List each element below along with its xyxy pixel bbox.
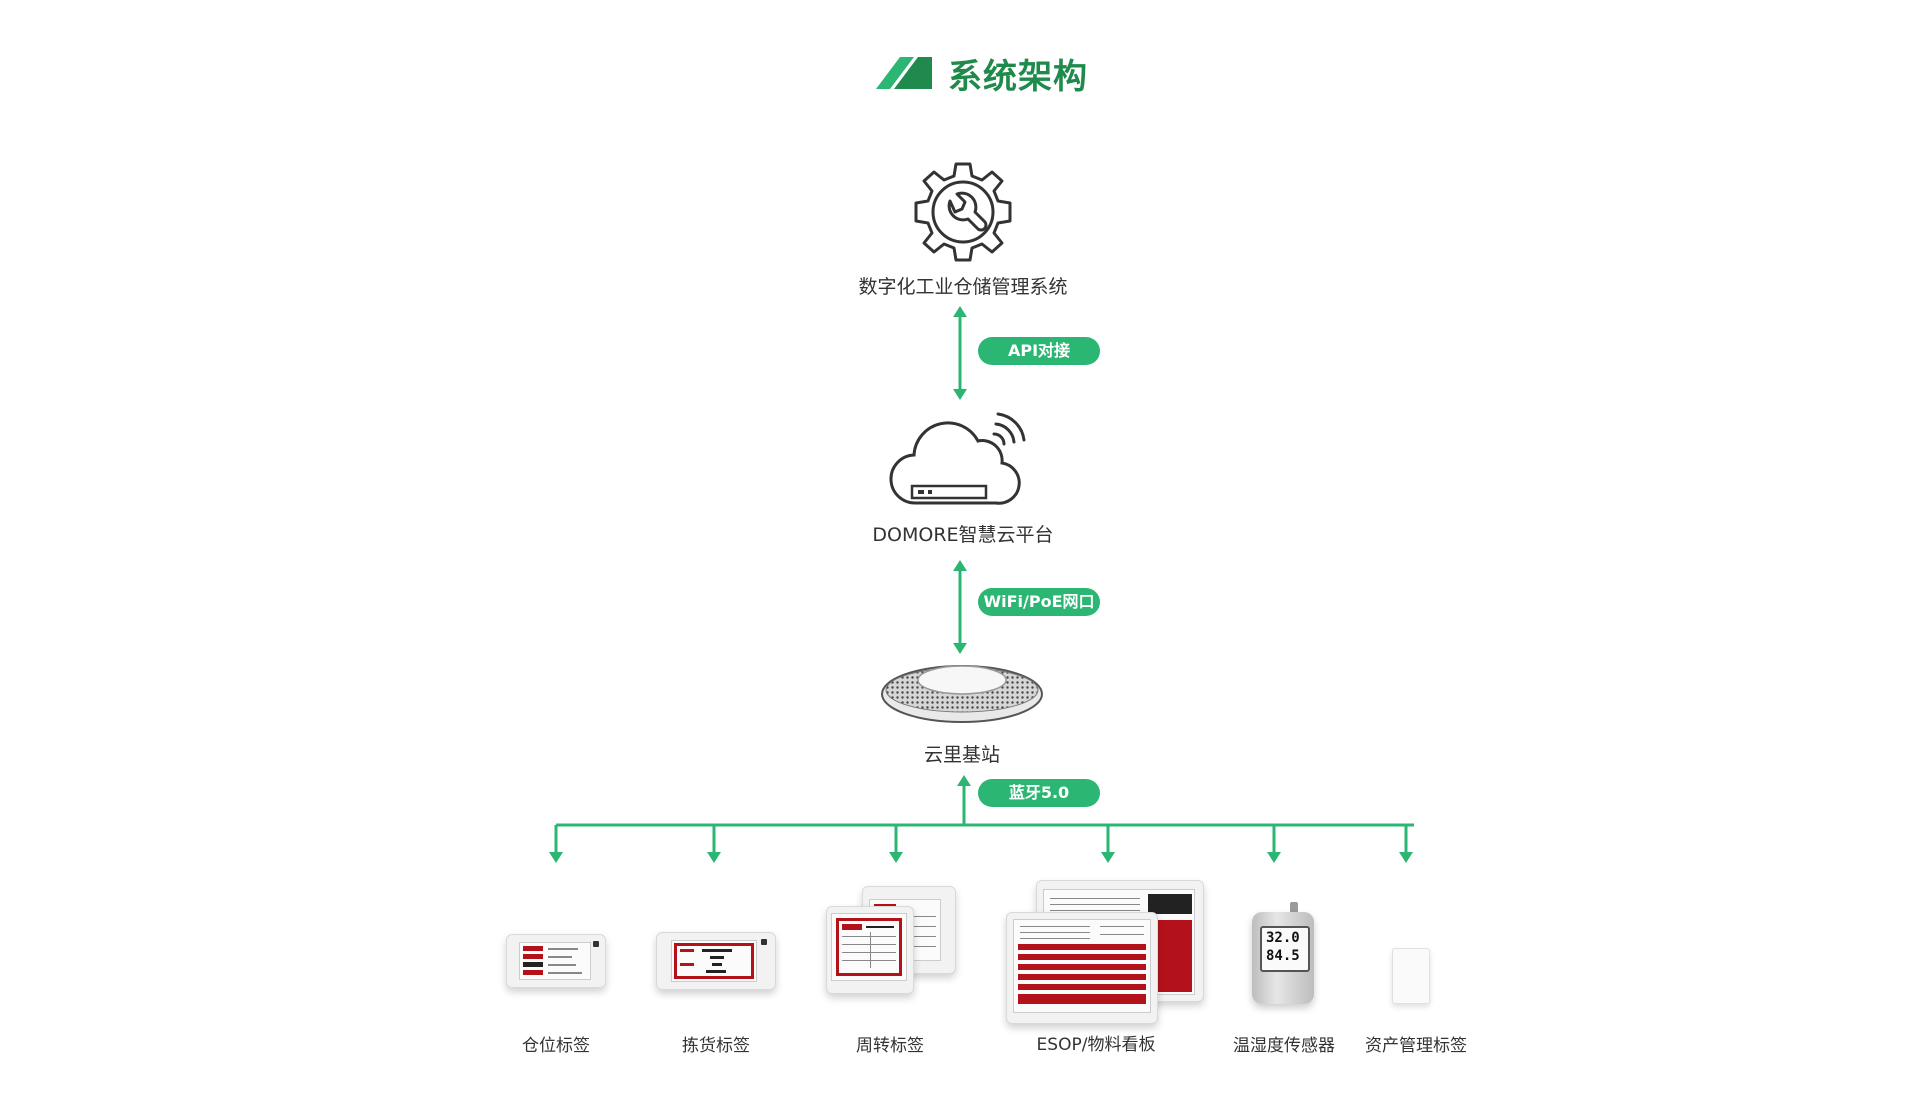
picking-tag-image (656, 932, 776, 990)
system-node-label: 数字化工业仓储管理系统 (858, 276, 1068, 298)
storage-location-tag-image (506, 934, 606, 988)
device-label-picking: 拣货标签 (682, 1036, 750, 1056)
cloud-server-wifi-icon (889, 412, 1026, 505)
api-connector-arrow (953, 306, 967, 400)
api-pill: API对接 (978, 337, 1100, 365)
page-header: 系统架构 (876, 48, 1088, 98)
gear-wrench-icon (914, 162, 1012, 262)
green-parallelogram-logo-icon (876, 57, 932, 89)
device-label-turnover: 周转标签 (856, 1036, 924, 1056)
wifi-pill: WiFi/PoE网口 (978, 588, 1100, 616)
asset-tag-image (1392, 948, 1430, 1004)
bluetooth-pill: 蓝牙5.0 (978, 779, 1100, 807)
temp-humidity-sensor-image: 32.0 84.5 (1252, 902, 1314, 1004)
sensor-hum-reading: 84.5 (1266, 948, 1300, 964)
turnover-tag-front-image (826, 906, 914, 994)
device-label-sensor: 温湿度传感器 (1233, 1036, 1335, 1056)
page-title: 系统架构 (948, 56, 1088, 97)
cloud-node-label: DOMORE智慧云平台 (872, 524, 1054, 546)
sensor-temp-reading: 32.0 (1266, 930, 1300, 946)
base-station-icon (881, 665, 1043, 723)
base-node-label: 云里基站 (923, 744, 1000, 766)
device-label-storage: 仓位标签 (522, 1036, 590, 1056)
device-label-asset: 资产管理标签 (1365, 1036, 1467, 1056)
device-label-esop: ESOP/物料看板 (1036, 1035, 1156, 1055)
bluetooth-branch-tree (549, 775, 1414, 863)
esop-board-front-image (1006, 912, 1158, 1024)
wifi-connector-arrow (953, 560, 967, 654)
